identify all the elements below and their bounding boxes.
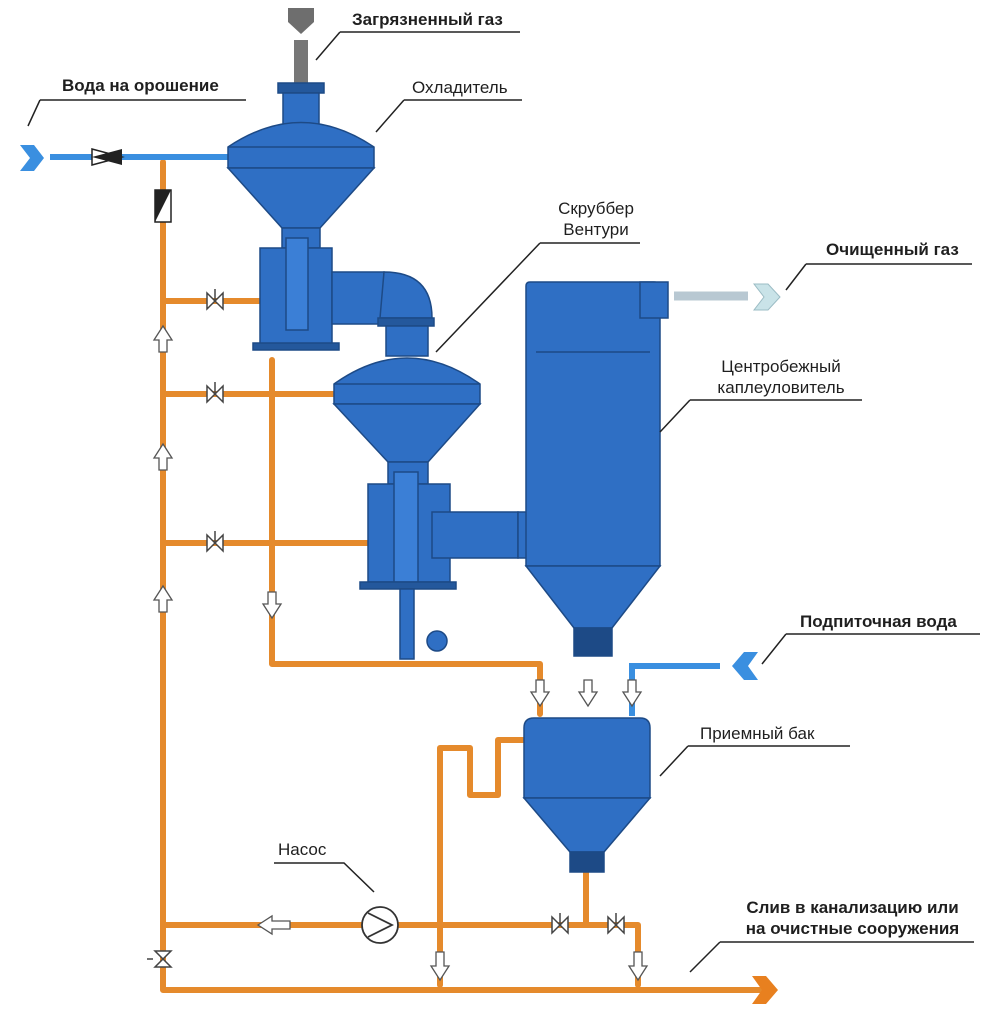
leader-venturi [435, 242, 640, 353]
receiving-tank [522, 717, 652, 873]
leader-drain [689, 941, 974, 973]
makeup-water-inlet-icon [732, 652, 758, 680]
label-pump: Насос [278, 840, 327, 859]
leader-dirty-gas [315, 31, 520, 61]
centrifugal-separator [524, 281, 669, 657]
label-centrifugal-separator: Центробежный каплеуловитель [717, 357, 845, 397]
valve-cooler [206, 289, 224, 311]
label-receiving-tank: Приемный бак [700, 724, 815, 743]
dirty-gas-arrow-icon [288, 8, 314, 34]
venturi-scrubber [332, 357, 482, 660]
valve-main-riser [147, 950, 173, 968]
cooler-venturi-duct [331, 271, 435, 357]
flow-arrow-down-cooler [261, 591, 283, 620]
flow-arrow-down-drain-1 [429, 951, 451, 982]
drain-outlet-icon [752, 976, 778, 1004]
label-cooler: Охладитель [412, 78, 508, 97]
flow-arrow-up-2 [152, 442, 174, 471]
check-valve-horizontal [91, 148, 125, 166]
flow-arrows [152, 324, 649, 982]
leader-receiving-tank [659, 745, 850, 777]
label-irrigation-water: Вода на орошение [62, 76, 219, 95]
flow-arrow-down-drain-2 [627, 951, 649, 982]
pump-icon [361, 906, 399, 944]
main-riser-pipe [160, 159, 765, 993]
cooler [226, 82, 376, 351]
branch-valves [147, 289, 625, 968]
check-valve-vertical [154, 189, 172, 223]
valve-venturi-top [206, 382, 224, 404]
leader-lines [27, 31, 980, 973]
circulation-piping [160, 159, 765, 993]
leader-cooler [375, 99, 522, 133]
flow-arrow-down-tank-1 [529, 679, 551, 708]
valve-pump-line-2 [607, 913, 625, 935]
leader-irrigation-water [27, 99, 246, 127]
leader-clean-gas [785, 263, 972, 291]
flow-arrow-down-tank-2 [577, 679, 599, 708]
flow-arrow-down-tank-3 [621, 679, 643, 708]
makeup-water-pipe [629, 663, 720, 716]
flow-arrow-up-3 [152, 584, 174, 613]
label-clean-gas: Очищенный газ [826, 240, 959, 259]
valve-pump-line-1 [551, 913, 569, 935]
leader-makeup-water [761, 633, 980, 665]
leader-pump [274, 862, 375, 893]
flow-arrow-up-1 [152, 324, 174, 353]
label-dirty-gas: Загрязненный газ [352, 10, 503, 29]
clean-gas-outlet-icon [752, 283, 781, 311]
label-makeup-water: Подпиточная вода [800, 612, 957, 631]
tank-overflow-pipe [437, 737, 527, 988]
valve-venturi-bottom [206, 531, 224, 553]
pump-return-pipe [160, 922, 641, 988]
label-venturi-scrubber: Скруббер Вентури [558, 199, 634, 239]
leader-separator [659, 399, 862, 433]
flow-arrow-left-pump [256, 914, 291, 936]
label-drain: Слив в канализацию или на очистные соору… [745, 898, 960, 938]
irrigation-water-inlet-icon [20, 145, 44, 171]
dirty-gas-inlet-pipe [294, 40, 308, 85]
